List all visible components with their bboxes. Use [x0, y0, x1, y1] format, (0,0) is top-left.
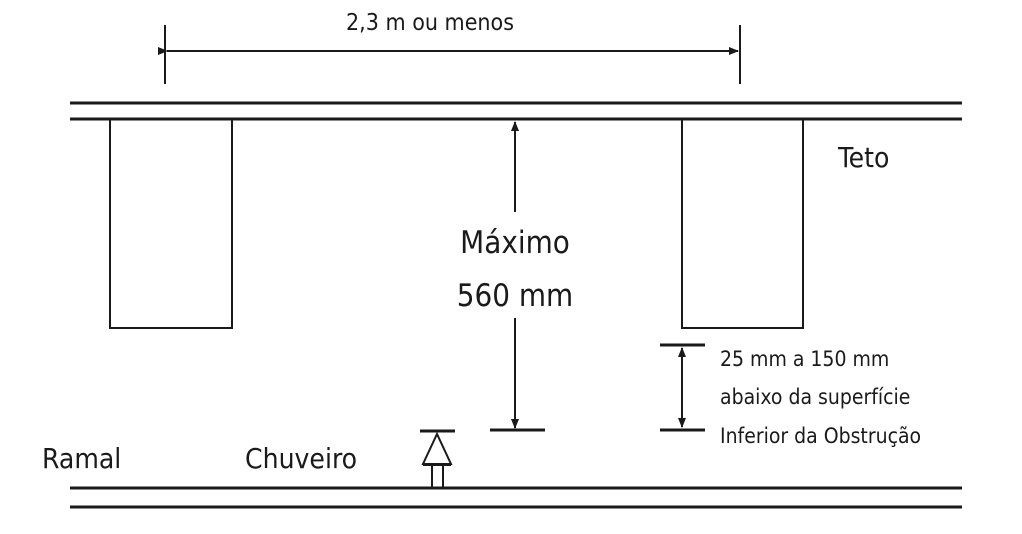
- offset-dimension: [660, 343, 705, 432]
- max-label-line1: Máximo: [460, 225, 570, 261]
- ceiling-label: Teto: [837, 141, 889, 174]
- sprinkler-label: Chuveiro: [245, 442, 357, 475]
- sprinkler-icon: [420, 429, 455, 487]
- right-beam: [681, 118, 804, 329]
- max-label-line2: 560 mm: [457, 278, 573, 314]
- offset-label-line2: abaixo da superfície: [720, 385, 910, 409]
- branch-label: Ramal: [42, 442, 121, 475]
- offset-label-line1: 25 mm a 150 mm: [720, 347, 889, 371]
- span-dimension: [158, 25, 741, 84]
- span-label: 2,3 m ou menos: [346, 10, 514, 36]
- ceiling: [70, 101, 962, 121]
- offset-label-line3: Inferior da Obstrução: [720, 424, 921, 448]
- max-distance-dimension: [490, 121, 545, 432]
- left-beam: [109, 118, 233, 329]
- branch-pipe: [70, 486, 962, 509]
